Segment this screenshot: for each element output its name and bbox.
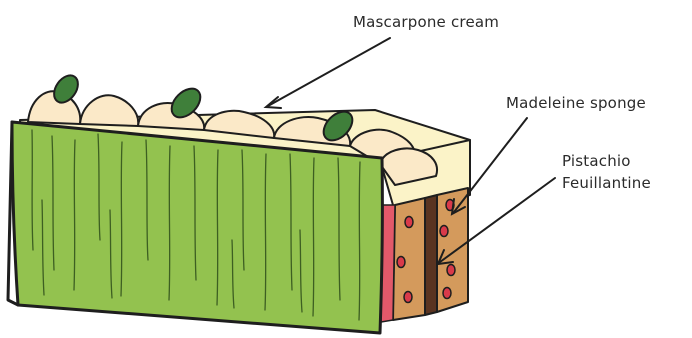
green-chocolate-side	[12, 122, 382, 333]
feuillantine-layer	[425, 195, 437, 315]
arrow-mascarpone	[268, 38, 390, 106]
raspberry-dot	[405, 217, 413, 228]
raspberry-dot	[397, 257, 405, 268]
raspberry-dot	[404, 292, 412, 303]
cream-dollop	[80, 95, 138, 126]
label-feuillantine: Feuillantine	[562, 174, 651, 192]
label-pistachio: Pistachio	[562, 152, 631, 170]
label-madeleine-sponge: Madeleine sponge	[506, 94, 646, 112]
raspberry-dot	[440, 226, 448, 237]
raspberry-dot	[443, 288, 451, 299]
raspberry-dot	[447, 265, 455, 276]
label-mascarpone-cream: Mascarpone cream	[353, 13, 499, 31]
